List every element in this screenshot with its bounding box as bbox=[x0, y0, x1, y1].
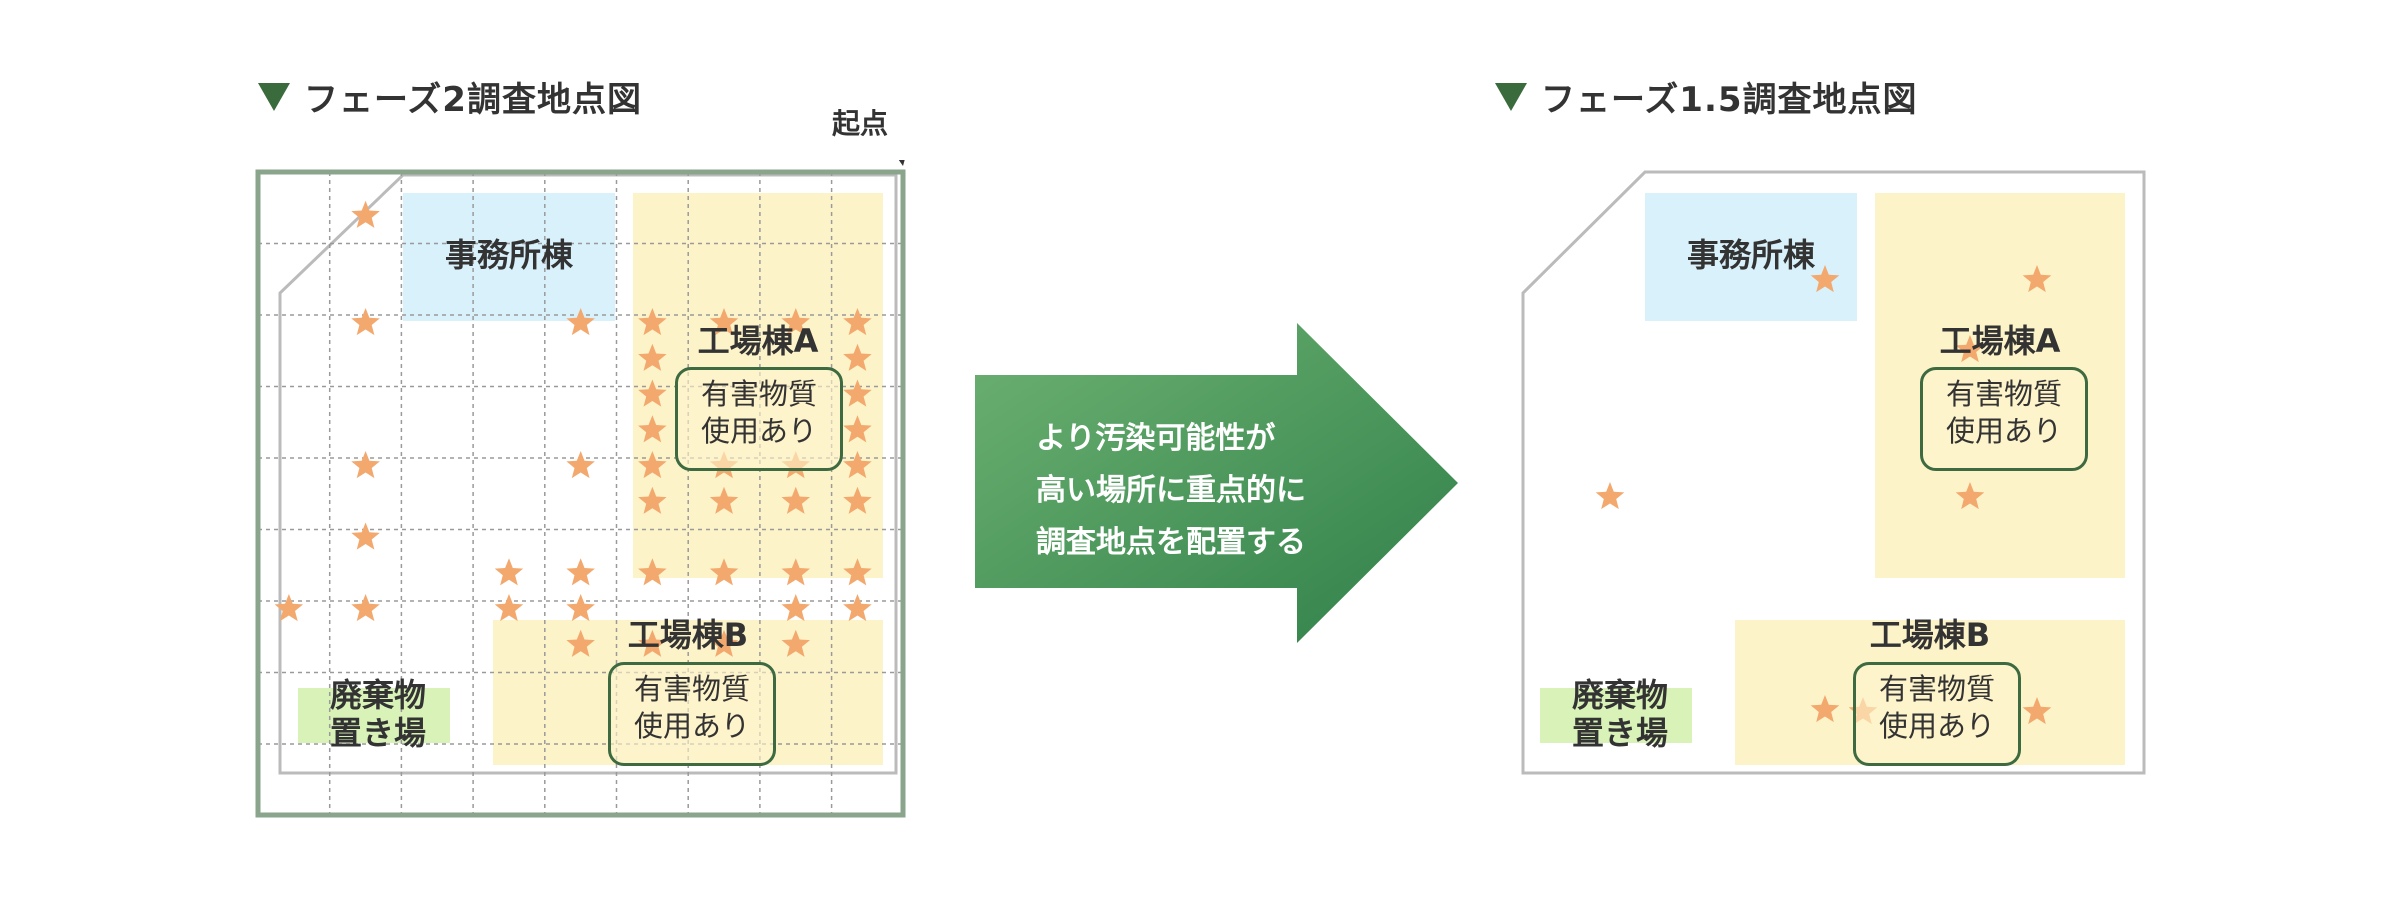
star-icon bbox=[843, 308, 872, 336]
star-icon bbox=[351, 451, 380, 479]
hazard-box-a-right: 有害物質 使用あり bbox=[1920, 367, 2088, 471]
hazard-line: 有害物質 bbox=[633, 672, 750, 706]
star-icon bbox=[566, 308, 595, 336]
waste-zone bbox=[1540, 688, 1692, 743]
waste-line: 置き場 bbox=[329, 714, 426, 753]
star-icon bbox=[709, 486, 739, 514]
factory-b-label-left: 工場棟B bbox=[627, 616, 749, 654]
arrow-caption-line: 調査地点を配置する bbox=[1036, 524, 1306, 560]
factory-a-label-right: 工場棟A bbox=[1939, 322, 2061, 360]
right-heading: フェーズ1.5調査地点図 bbox=[1495, 72, 1918, 121]
office-label-left: 事務所棟 bbox=[444, 236, 573, 274]
star-icon bbox=[1810, 265, 1840, 293]
star-icon bbox=[2022, 265, 2052, 293]
star-icon bbox=[351, 522, 380, 550]
star-icon bbox=[566, 451, 595, 479]
star-icon bbox=[1810, 695, 1840, 723]
star-icon bbox=[843, 594, 872, 622]
star-icon bbox=[781, 594, 810, 622]
star-icon bbox=[566, 558, 595, 586]
office-label-right: 事務所棟 bbox=[1686, 236, 1815, 274]
hazard-line: 使用あり bbox=[1945, 413, 2062, 448]
star-icon bbox=[566, 629, 595, 657]
hazard-box-b-left: 有害物質 使用あり bbox=[608, 662, 776, 766]
star-icon bbox=[638, 486, 667, 514]
star-icon bbox=[494, 558, 524, 586]
left-heading: フェーズ2調査地点図 bbox=[258, 72, 642, 121]
star-icon bbox=[2022, 697, 2052, 725]
office-zone bbox=[403, 193, 615, 321]
star-icon bbox=[843, 343, 872, 371]
waste-line: 置き場 bbox=[1571, 714, 1668, 753]
arrow-caption-line: 高い場所に重点的に bbox=[1036, 472, 1306, 508]
star-icon bbox=[709, 308, 739, 336]
hazard-line: 有害物質 bbox=[1945, 377, 2062, 411]
arrow-caption-line: より汚染可能性が bbox=[1036, 421, 1276, 456]
star-icon bbox=[274, 594, 304, 622]
star-icon bbox=[566, 594, 595, 622]
hazard-line: 有害物質 bbox=[700, 377, 817, 411]
factory-b-label-right: 工場棟B bbox=[1869, 616, 1991, 654]
hazard-line: 使用あり bbox=[1878, 708, 1995, 743]
hazard-line: 使用あり bbox=[633, 708, 750, 743]
right-heading-text: フェーズ1.5調査地点図 bbox=[1541, 80, 1918, 120]
waste-label-right: 廃棄物 置き場 bbox=[1540, 676, 1700, 753]
waste-line: 廃棄物 bbox=[1571, 676, 1668, 714]
office-zone bbox=[1645, 193, 1857, 321]
star-icon bbox=[781, 558, 810, 586]
waste-zone bbox=[298, 688, 450, 743]
factory-a-label-left: 工場棟A bbox=[697, 322, 819, 360]
star-icon bbox=[638, 451, 667, 479]
hazard-line: 有害物質 bbox=[1878, 672, 1995, 706]
star-icon bbox=[843, 558, 872, 586]
star-icon bbox=[709, 558, 739, 586]
star-icon bbox=[638, 629, 667, 657]
star-icon bbox=[781, 486, 810, 514]
triangle-marker-icon bbox=[1495, 82, 1527, 111]
waste-label-left: 廃棄物 置き場 bbox=[298, 676, 458, 753]
star-icon bbox=[351, 200, 380, 228]
star-icon bbox=[781, 629, 810, 657]
origin-label: 起点 bbox=[832, 107, 889, 140]
star-icon bbox=[494, 594, 524, 622]
big-arrow-icon bbox=[975, 323, 1458, 643]
star-icon bbox=[1595, 482, 1625, 510]
triangle-marker-icon bbox=[258, 82, 290, 111]
waste-line: 廃棄物 bbox=[329, 676, 426, 714]
star-icon bbox=[638, 558, 667, 586]
star-icon bbox=[638, 343, 667, 371]
star-icon bbox=[638, 308, 667, 336]
star-icon bbox=[709, 629, 739, 657]
grid-frame bbox=[255, 169, 906, 818]
star-icon bbox=[843, 451, 872, 479]
star-icon bbox=[638, 415, 667, 443]
star-icon bbox=[1955, 335, 1985, 363]
origin-arrow-icon bbox=[898, 160, 905, 166]
hazard-line: 使用あり bbox=[700, 413, 817, 448]
arrow-caption: より汚染可能性が 高い場所に重点的に 調査地点を配置する bbox=[1036, 413, 1306, 569]
star-icon bbox=[843, 415, 872, 443]
star-icon bbox=[351, 308, 380, 336]
star-icon bbox=[638, 379, 667, 407]
hazard-box-b-right: 有害物質 使用あり bbox=[1853, 662, 2021, 766]
star-icon bbox=[781, 308, 810, 336]
star-icon bbox=[351, 594, 380, 622]
star-icon bbox=[843, 486, 872, 514]
left-heading-text: フェーズ2調査地点図 bbox=[304, 80, 642, 120]
star-icon bbox=[1955, 482, 1985, 510]
star-icon bbox=[843, 379, 872, 407]
hazard-box-a-left: 有害物質 使用あり bbox=[675, 367, 843, 471]
